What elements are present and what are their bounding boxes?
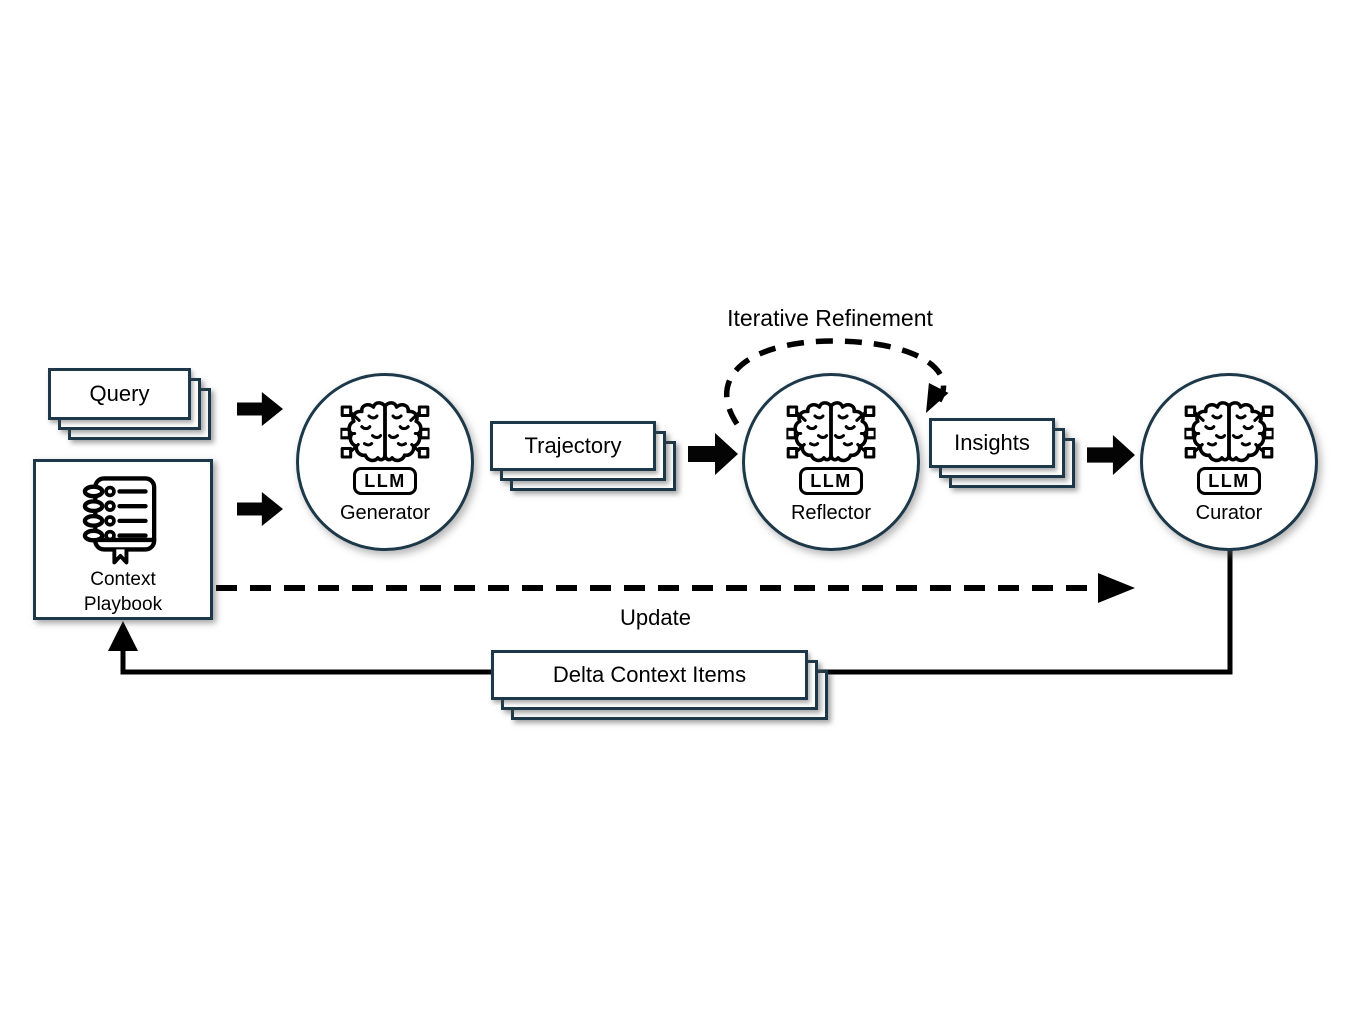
trajectory-card: Trajectory — [490, 421, 676, 491]
iterative-refinement-loop-line — [723, 338, 947, 426]
context-playbook-box: Context Playbook — [33, 459, 213, 620]
trajectory-label: Trajectory — [524, 433, 622, 458]
insights-card-front: Insights — [929, 418, 1055, 468]
delta-context-items-card: Delta Context Items — [491, 650, 828, 720]
insights-label: Insights — [954, 430, 1030, 455]
query-label: Query — [89, 381, 150, 406]
curator-node: LLM Curator — [1140, 373, 1318, 551]
generator-node: LLM Generator — [296, 373, 474, 551]
generator-label: Generator — [339, 502, 431, 524]
llm-badge: LLM — [1197, 467, 1261, 495]
query-card: Query — [48, 368, 211, 440]
update-arrowhead-icon — [1098, 573, 1135, 603]
loop-arrowhead-icon — [926, 383, 949, 413]
context-playbook-label-line2: Playbook — [83, 594, 163, 615]
llm-badge: LLM — [353, 467, 417, 495]
brain-circuit-icon — [782, 399, 880, 465]
curator-label: Curator — [1195, 502, 1263, 524]
update-label: Update — [620, 605, 691, 630]
llm-badge: LLM — [799, 467, 863, 495]
query-card-front: Query — [48, 368, 191, 420]
brain-circuit-icon — [1180, 399, 1278, 465]
iterative-refinement-label: Iterative Refinement — [727, 305, 933, 331]
delta-context-items-label: Delta Context Items — [552, 662, 747, 687]
insights-card: Insights — [929, 418, 1075, 488]
reflector-node: LLM Reflector — [742, 373, 920, 551]
context-playbook-label-line1: Context — [90, 569, 156, 590]
delta-card-front: Delta Context Items — [491, 650, 808, 700]
trajectory-card-front: Trajectory — [490, 421, 656, 471]
context-playbook-label: Context Playbook — [84, 567, 162, 617]
reflector-label: Reflector — [790, 502, 872, 524]
brain-circuit-icon — [336, 399, 434, 465]
notebook-icon — [79, 475, 167, 565]
feedback-arrowhead-icon — [108, 621, 138, 651]
